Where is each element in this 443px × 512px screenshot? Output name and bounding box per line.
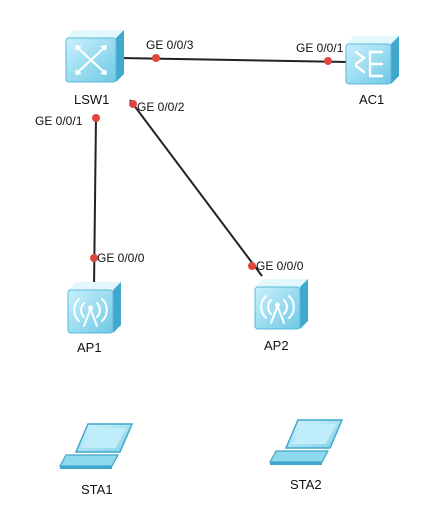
port-label-ap1-ge000: GE 0/0/0 — [97, 251, 145, 265]
ap2-node[interactable]: AP2 — [254, 279, 308, 353]
port-label-ac1-ge001: GE 0/0/1 — [296, 41, 344, 55]
port-dot-lsw1-ge001 — [92, 114, 100, 122]
sta1-label: STA1 — [81, 482, 113, 497]
port-label-ap2-ge000: GE 0/0/0 — [256, 259, 304, 273]
ap1-label: AP1 — [77, 340, 102, 355]
port-dot-lsw1-ge002 — [129, 100, 137, 108]
port-label-lsw1-ge003: GE 0/0/3 — [146, 38, 194, 52]
link-lsw1-ap1[interactable] — [93, 115, 97, 289]
link-lsw1-ap2[interactable] — [129, 99, 263, 277]
access-controller-icon — [345, 36, 399, 85]
port-label-lsw1-ge002: GE 0/0/2 — [137, 100, 185, 114]
laptop-icon — [58, 423, 134, 469]
switch-label: LSW1 — [74, 92, 109, 107]
controller-label: AC1 — [359, 92, 384, 107]
sta2-node[interactable]: STA2 — [268, 419, 344, 492]
port-dot-ap1-ge000 — [90, 254, 98, 262]
port-dot-lsw1-ge003 — [152, 54, 160, 62]
port-dot-ap2-ge000 — [248, 262, 256, 270]
sta1-node[interactable]: STA1 — [58, 423, 134, 497]
switch-node[interactable]: LSW1 — [65, 30, 124, 107]
sta2-label: STA2 — [290, 477, 322, 492]
controller-node[interactable]: AC1 — [345, 36, 399, 107]
wireless-access-point-icon — [254, 279, 308, 330]
ap1-node[interactable]: AP1 — [67, 282, 121, 355]
wireless-access-point-icon — [67, 282, 121, 334]
ap2-label: AP2 — [264, 338, 289, 353]
laptop-icon — [268, 419, 344, 465]
port-label-lsw1-ge001: GE 0/0/1 — [35, 114, 83, 128]
port-dot-ac1-ge001 — [324, 57, 332, 65]
switch-icon — [65, 30, 124, 83]
